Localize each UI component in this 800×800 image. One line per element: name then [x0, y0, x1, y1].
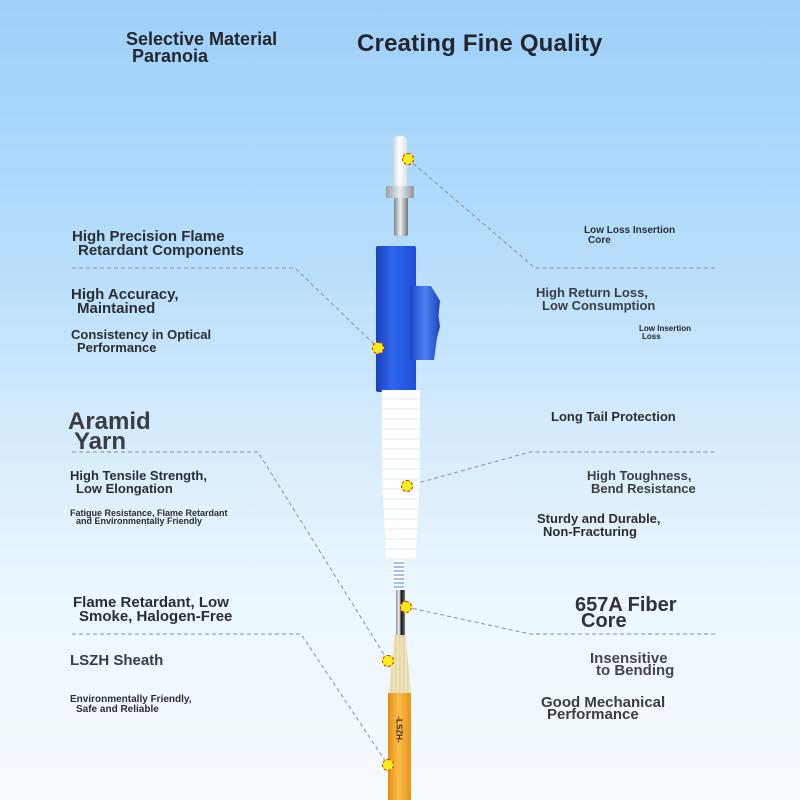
- label-components: High Precision Flame Retardant Component…: [72, 228, 244, 259]
- label-lszh: LSZH Sheath: [70, 652, 164, 669]
- label-fiber-core-line2: Core: [581, 610, 627, 632]
- label-tensile-line2: Low Elongation: [76, 481, 173, 496]
- ferrule: [393, 136, 407, 186]
- label-return-loss: High Return Loss, Low Consumption: [536, 286, 655, 312]
- label-environment-line2: Safe and Reliable: [76, 704, 159, 715]
- label-toughness-line1: High Toughness,: [587, 468, 692, 483]
- label-environment: Environmentally Friendly, Safe and Relia…: [70, 695, 192, 715]
- label-insensitive-line1: Insensitive: [590, 650, 668, 667]
- label-insertion-loss: Low Insertion Loss: [639, 325, 691, 341]
- label-accuracy-line1: High Accuracy,: [71, 286, 179, 303]
- callout-line-aramid: [72, 451, 389, 662]
- label-tail: Long Tail Protection: [551, 409, 676, 424]
- marker-housing: [372, 342, 384, 354]
- strain-relief-boot: [382, 390, 420, 560]
- label-aramid-line1: Aramid: [68, 408, 151, 435]
- label-aramid-line2: Yarn: [74, 428, 127, 455]
- ferrule-tail: [394, 198, 408, 236]
- marker-boot: [401, 480, 413, 492]
- lszh-jacket: [388, 693, 411, 800]
- label-consistency-line1: Consistency in Optical: [71, 327, 212, 342]
- label-toughness-line2: Bend Resistance: [591, 481, 696, 496]
- label-sturdy-line2: Non-Fracturing: [543, 524, 637, 539]
- label-mechanical: Good Mechanical Performance: [541, 694, 666, 723]
- label-core-line1: Low Loss Insertion: [584, 225, 676, 236]
- label-components-line1: High Precision Flame: [72, 228, 225, 245]
- label-core-line2: Core: [588, 235, 611, 246]
- label-mechanical-line2: Performance: [547, 706, 639, 723]
- jacket-print: -LSZH-: [394, 716, 404, 743]
- marker-fiber: [400, 601, 412, 613]
- callout-line-ferrule: [407, 158, 717, 269]
- label-consistency-line2: Performance: [77, 340, 157, 355]
- label-fiber-core: 657A Fiber Core: [575, 594, 677, 632]
- ferrule-flange: [386, 186, 414, 198]
- label-toughness: High Toughness, Bend Resistance: [587, 469, 696, 495]
- tight-buffer-fiber: [396, 590, 405, 638]
- label-insensitive: Insensitive to Bending: [590, 650, 675, 679]
- label-sturdy: Sturdy and Durable, Non-Fracturing: [537, 512, 661, 538]
- label-accuracy: High Accuracy, Maintained: [71, 286, 179, 317]
- callout-line-boot: [406, 451, 717, 487]
- label-accuracy-line2: Maintained: [77, 300, 156, 317]
- label-sturdy-line1: Sturdy and Durable,: [537, 511, 661, 526]
- label-tensile: High Tensile Strength, Low Elongation: [70, 469, 207, 495]
- label-consistency: Consistency in Optical Performance: [71, 328, 211, 354]
- lc-connector-housing: [376, 246, 416, 392]
- label-flame: Flame Retardant, Low Smoke, Halogen-Free: [73, 594, 233, 625]
- marker-sheath: [382, 759, 394, 771]
- label-flame-line2: Smoke, Halogen-Free: [79, 608, 233, 625]
- callout-line-fiber: [405, 606, 717, 635]
- inner-tube: [394, 560, 404, 590]
- label-insensitive-line2: to Bending: [596, 662, 675, 679]
- label-insertion-loss-line2: Loss: [642, 332, 661, 341]
- material-title-line1: Selective Material: [126, 29, 278, 49]
- marker-aramid: [382, 655, 394, 667]
- label-fatigue: Fatigue Resistance, Flame Retardant and …: [70, 508, 228, 526]
- label-fatigue-line2: and Environmentally Friendly: [76, 516, 203, 526]
- lc-latch: [410, 286, 440, 360]
- marker-ferrule: [402, 153, 414, 165]
- label-core: Low Loss Insertion Core: [584, 226, 675, 246]
- page-title: Creating Fine Quality: [357, 30, 603, 57]
- material-title-line2: Paranoia: [132, 46, 209, 66]
- label-flame-line1: Flame Retardant, Low: [73, 594, 229, 611]
- label-aramid: Aramid Yarn: [68, 408, 151, 455]
- label-return-loss-line2: Low Consumption: [542, 298, 656, 313]
- aramid-yarn: [389, 635, 411, 693]
- label-mechanical-line1: Good Mechanical: [541, 694, 666, 711]
- label-insertion-loss-line1: Low Insertion: [639, 324, 691, 333]
- label-return-loss-line1: High Return Loss,: [536, 285, 648, 300]
- label-fatigue-line1: Fatigue Resistance, Flame Retardant: [70, 508, 228, 518]
- label-components-line2: Retardant Components: [78, 242, 244, 259]
- label-environment-line1: Environmentally Friendly,: [70, 694, 192, 705]
- label-tensile-line1: High Tensile Strength,: [70, 468, 207, 483]
- material-title: Selective Material Paranoia: [126, 29, 278, 66]
- label-fiber-core-line1: 657A Fiber: [575, 594, 677, 616]
